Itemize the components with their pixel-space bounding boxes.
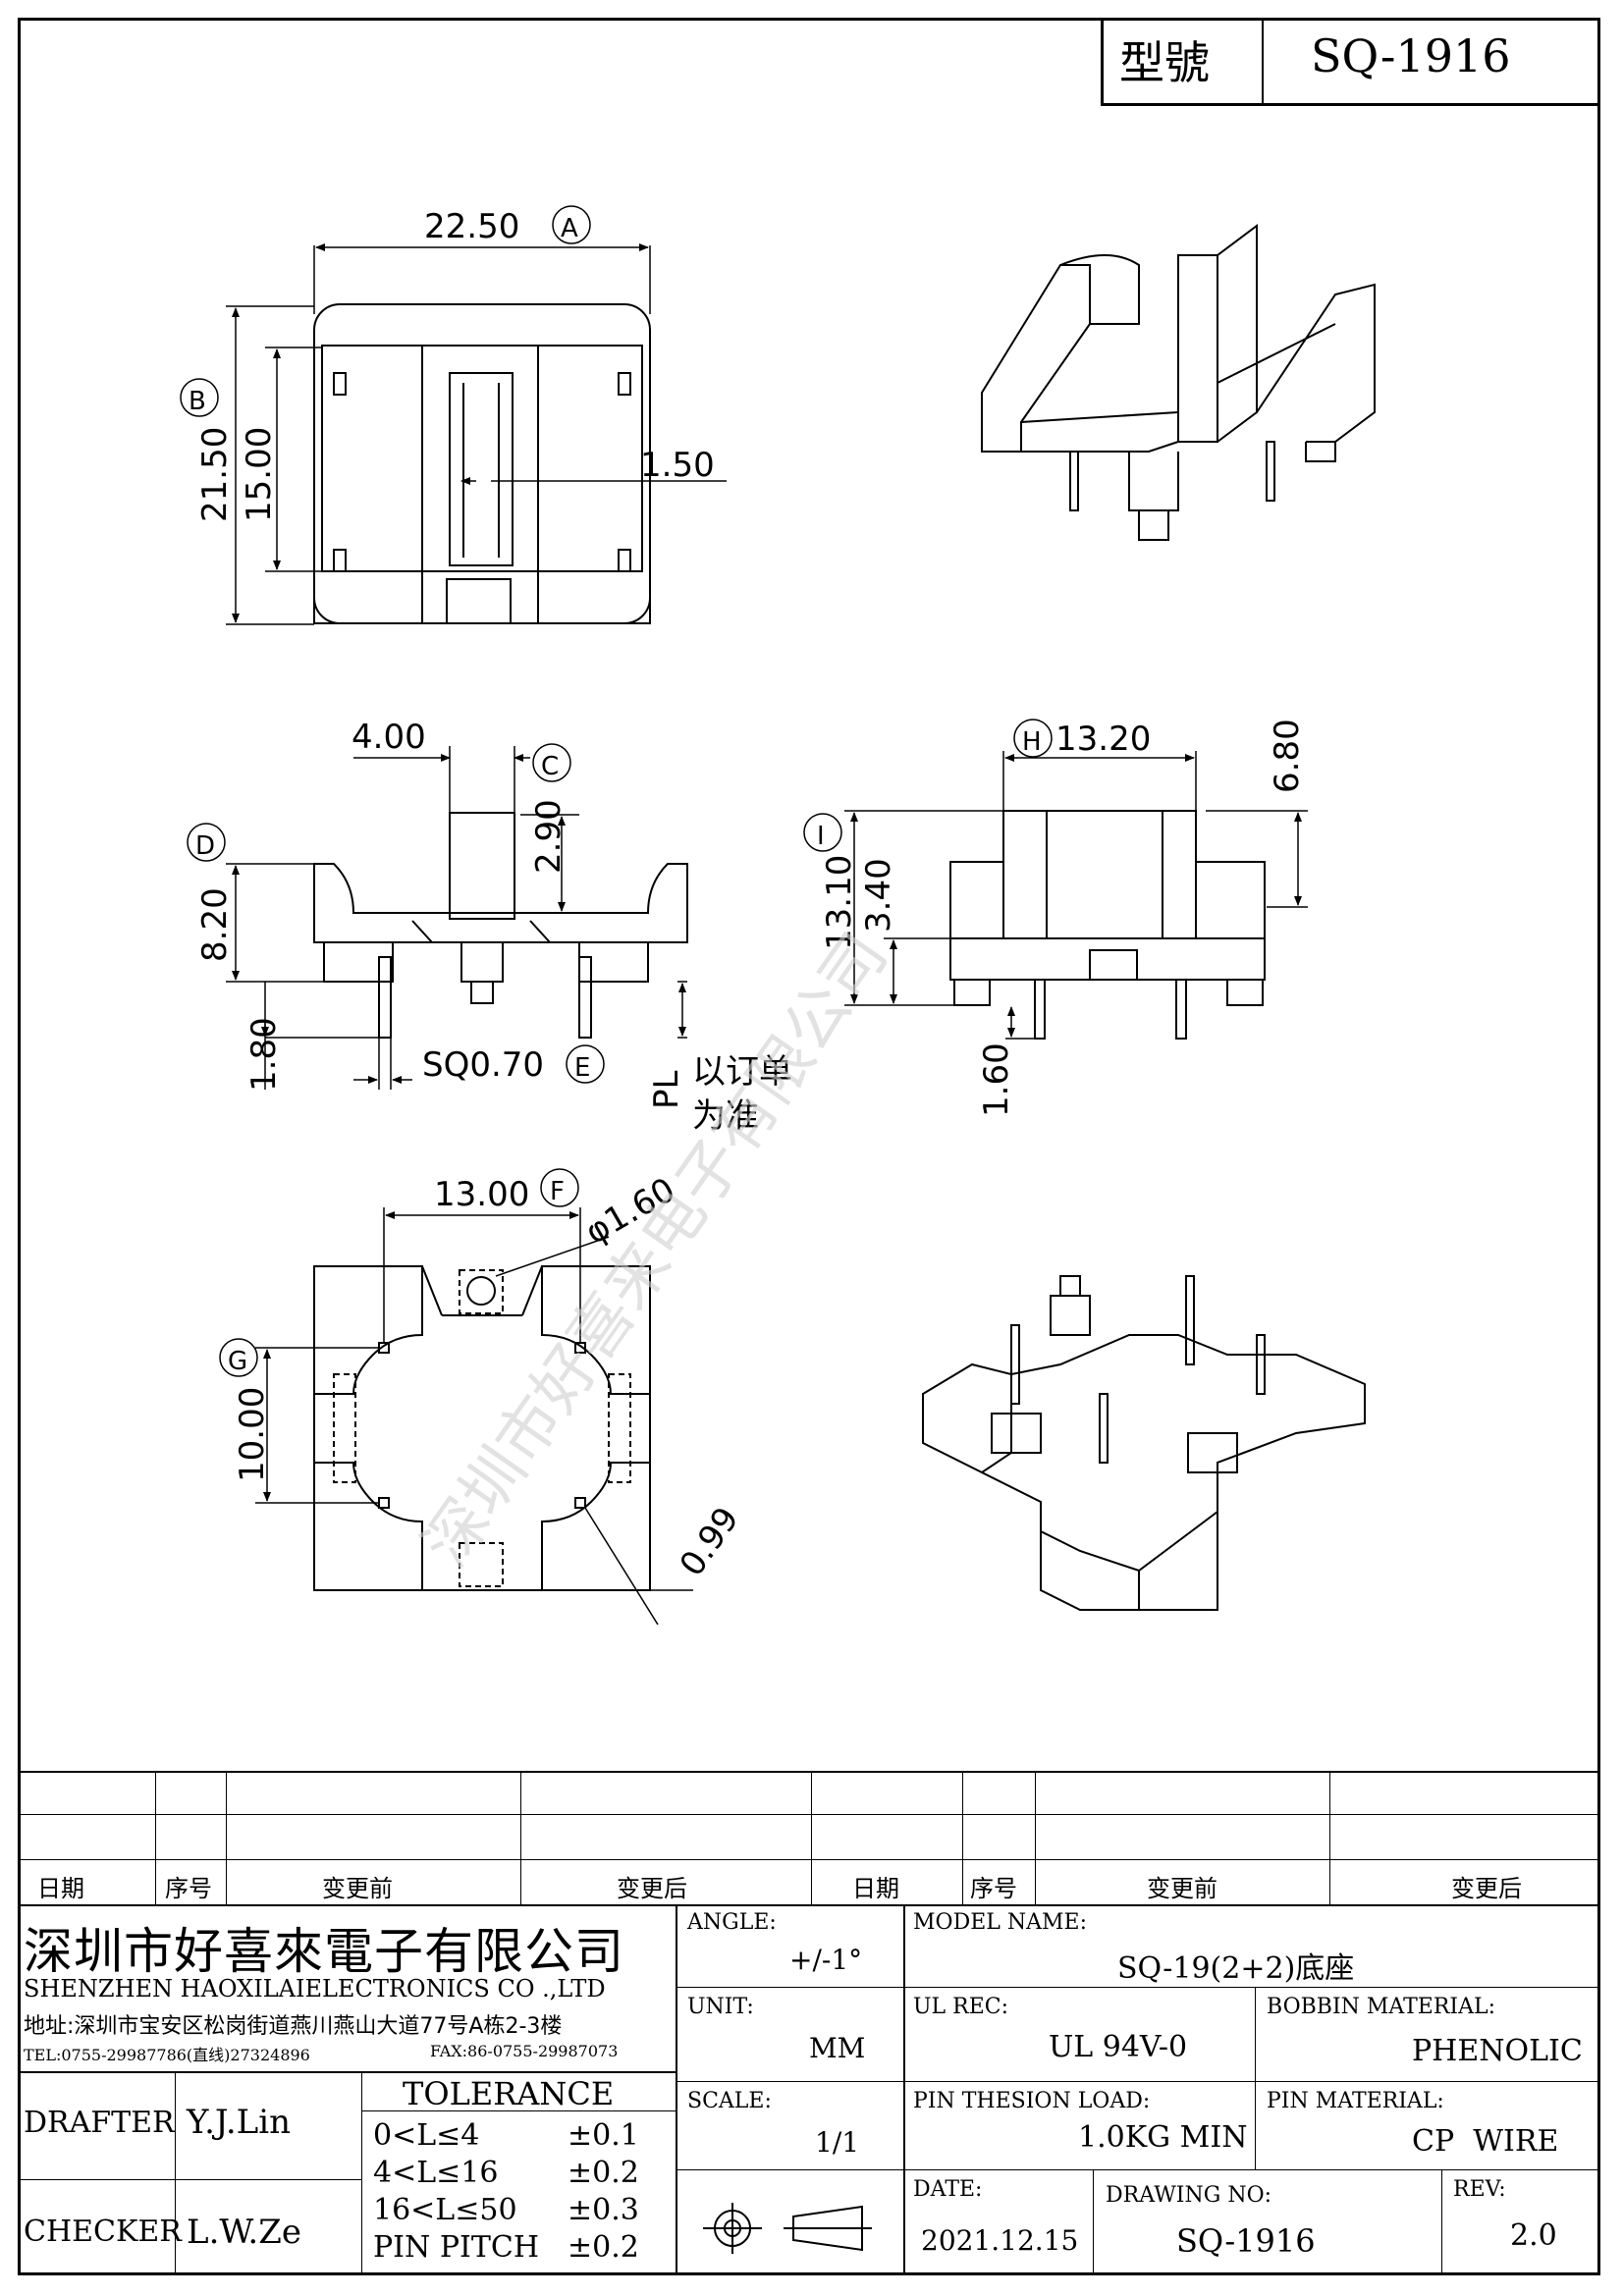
unit-label: UNIT: [687,1995,754,2019]
tolerance-value-4: ±0.2 [568,2230,639,2265]
tolerance-range-4: PIN PITCH [373,2230,539,2265]
dim-sq: SQ0.70 [422,1045,544,1085]
rev-value: 2.0 [1510,2218,1557,2253]
dim-inner-height: 15.00 [240,427,279,522]
bobbin-material-value: PHENOLIC [1412,2034,1583,2068]
watermark: 深圳市好喜来电子有限公司 [409,921,901,1580]
company-tel: TEL:0755-29987786(直线)27324896 [24,2046,310,2064]
rev-header-before-1: 变更前 [322,1875,393,1902]
ul-label: UL REC: [913,1995,1009,2019]
mark-g: G [228,1347,247,1376]
dim-front-total: 8.20 [195,887,235,962]
tolerance-value-1: ±0.1 [568,2118,639,2153]
front-view [313,812,688,1039]
dim-front-height: 2.90 [529,799,568,874]
scale-label: SCALE: [687,2089,772,2113]
pin-material-value: CP WIRE [1412,2124,1559,2159]
tolerance-range-1: 0<L≤4 [373,2118,480,2153]
company-fax: FAX:86-0755-29987073 [430,2042,619,2060]
dim-side-mid: 3.40 [859,858,898,933]
angle-label: ANGLE: [687,1910,777,1935]
tolerance-range-2: 4<L≤16 [373,2156,499,2190]
title-block: 深圳市好喜來電子有限公司 SHENZHEN HAOXILAIELECTRONIC… [18,1904,1600,2275]
checker-label: CHECKER [24,2215,182,2249]
pl-note-line1: 以订单 [692,1052,792,1092]
dim-bottom-height: 10.00 [233,1387,272,1482]
model-name-value: SQ-19(2+2)底座 [1117,1951,1355,1986]
angle-value: +/-1° [789,1944,863,1976]
tolerance-title: TOLERANCE [403,2075,615,2112]
model-label: 型號 [1119,36,1210,89]
scale-value: 1/1 [815,2126,860,2159]
rev-header-seq-2: 序号 [970,1875,1017,1902]
bottom-view [313,1265,651,1591]
dim-slot: 1.50 [640,446,715,485]
rev-label: REV: [1453,2177,1506,2202]
drawing-no-label: DRAWING NO: [1106,2183,1272,2208]
revision-table: 日期 序号 变更前 变更后 日期 序号 变更前 变更后 [18,1771,1600,1906]
mark-e: E [574,1053,590,1083]
drawing-sheet [18,18,1600,2275]
top-view [313,303,651,624]
rev-header-date-1: 日期 [37,1875,84,1902]
pin-load-label: PIN THESION LOAD: [913,2089,1151,2113]
mark-b: B [189,387,206,416]
pin-load-value: 1.0KG MIN [1078,2120,1248,2155]
rev-header-before-2: 变更前 [1147,1875,1217,1902]
tolerance-value-3: ±0.3 [568,2193,639,2227]
model-header-divider [1262,18,1264,106]
dim-side-height: 6.80 [1268,719,1307,793]
ul-value: UL 94V-0 [1049,2030,1188,2064]
rev-header-date-2: 日期 [852,1875,899,1902]
mark-f: F [550,1177,565,1206]
company-address: 地址:深圳市宝安区松岗街道燕川燕山大道77号A栋2-3楼 [24,2014,563,2039]
rev-header-after-2: 变更后 [1451,1875,1522,1902]
mark-i: I [817,822,825,851]
mark-d: D [195,831,215,861]
drafter-value: Y.J.Lin [187,2103,292,2142]
model-name-label: MODEL NAME: [913,1910,1087,1935]
model-value: SQ-1916 [1311,29,1511,82]
dim-side-pin: 1.60 [977,1042,1016,1117]
rev-header-seq-1: 序号 [165,1875,212,1902]
unit-value: MM [809,2032,866,2064]
checker-value: L.W.Ze [187,2213,301,2252]
dim-chamfer: 0.99 [673,1500,747,1583]
model-header-box [1101,18,1600,106]
dim-bottom-width: 13.00 [434,1175,529,1214]
tolerance-range-3: 16<L≤50 [373,2193,517,2227]
mark-a: A [561,214,578,243]
date-value: 2021.12.15 [921,2224,1079,2257]
side-view [949,810,1266,1040]
tolerance-value-2: ±0.2 [568,2156,639,2190]
dim-pin-length: 1.80 [244,1017,284,1092]
drawing-no-value: SQ-1916 [1176,2222,1316,2260]
pin-material-label: PIN MATERIAL: [1267,2089,1444,2113]
rev-header-after-1: 变更后 [617,1875,687,1902]
mark-h: H [1022,727,1042,757]
bobbin-material-label: BOBBIN MATERIAL: [1267,1995,1495,2019]
dim-front-width: 4.00 [352,718,426,757]
mark-c: C [541,752,559,781]
isometric-top-view [981,224,1376,541]
company-name-cn: 深圳市好喜來電子有限公司 [24,1923,624,1980]
pl-note-line2: 为准 [692,1096,759,1136]
company-name-en: SHENZHEN HAOXILAIELECTRONICS CO .,LTD [24,1975,606,2002]
drafter-label: DRAFTER [24,2106,175,2140]
isometric-bottom-view [922,1275,1366,1611]
dim-pl: PL [647,1070,686,1109]
dim-side-total: 13.10 [820,855,859,950]
dim-left-height: 21.50 [195,427,235,522]
technical-drawing: 22.50 A B 21.50 15.00 1.50 4.00 C 2.90 D… [180,205,1376,1626]
dim-top-width: 22.50 [424,207,519,246]
dim-side-width: 13.20 [1055,720,1151,759]
projection-symbol-icon [703,2203,872,2254]
date-label: DATE: [913,2177,983,2202]
